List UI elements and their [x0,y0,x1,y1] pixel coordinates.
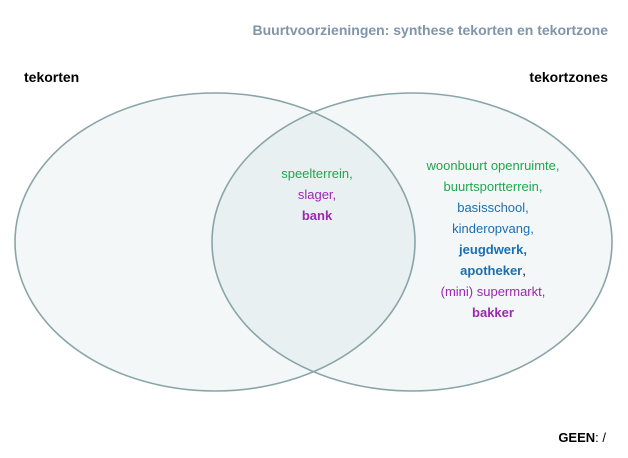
tekortzones-item: kinderopvang, [452,221,534,236]
item-suffix: , [522,263,526,278]
tekortzones-item: jeugdwerk, [459,242,527,257]
tekortzones-item: (mini) supermarkt, [440,284,546,299]
set-label-tekortzones: tekortzones [529,69,608,85]
tekortzones-item: basisschool, [457,200,529,215]
tekortzones-item: buurtsportterrein, [443,179,543,194]
tekortzones-item: bakker [472,305,514,320]
tekortzones-item: woonbuurt openruimte, [426,158,560,173]
intersection-list: speelterrein, slager, bank [262,163,372,226]
intersection-item: speelterrein, [281,166,353,181]
diagram-title: Buurtvoorzieningen: synthese tekorten en… [252,22,609,38]
intersection-item: slager, [297,187,337,202]
set-label-tekorten: tekorten [24,69,80,85]
venn-outline-tekorten [14,92,416,392]
venn-outline-tekortzones [211,92,613,392]
footer-note: GEEN: / [558,430,606,445]
tekortzones-item: apotheker, [460,263,526,278]
intersection-item: bank [301,208,333,223]
venn-overlap [212,93,415,391]
footer-value: : / [595,430,606,445]
tekortzones-only-list: woonbuurt openruimte, buurtsportterrein,… [398,155,588,323]
footer-key: GEEN [558,430,596,445]
